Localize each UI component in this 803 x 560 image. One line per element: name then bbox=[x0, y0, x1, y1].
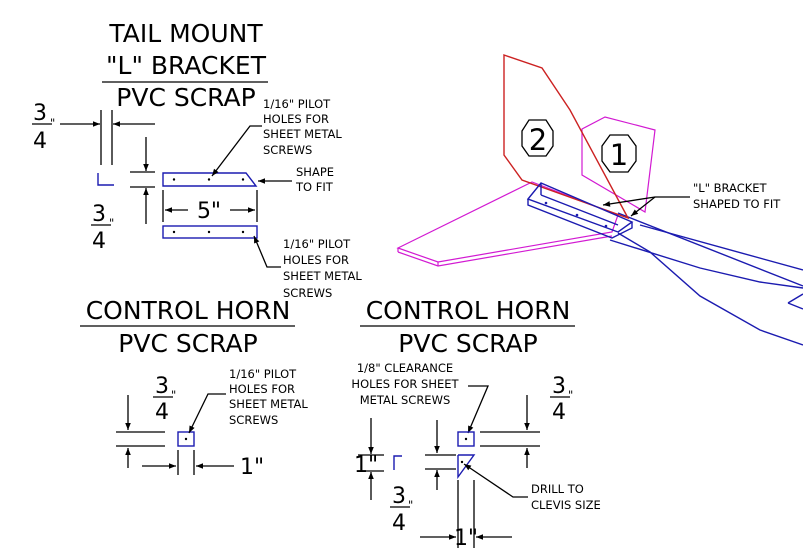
svg-text:CLEVIS SIZE: CLEVIS SIZE bbox=[531, 498, 601, 512]
bracket-hole bbox=[575, 213, 579, 217]
control-horn-top-view bbox=[457, 431, 475, 447]
pilot-hole bbox=[172, 230, 176, 234]
dim-width-value: 1" bbox=[240, 455, 264, 480]
svg-text:SCREWS: SCREWS bbox=[283, 286, 332, 300]
dim-height-den: 4 bbox=[155, 400, 169, 425]
control-horn-left-subtitle: PVC SCRAP bbox=[118, 329, 257, 358]
control-horn-right-subtitle: PVC SCRAP bbox=[398, 329, 537, 358]
pilot-hole bbox=[184, 437, 188, 441]
note-pilot-holes-top: 1/16" PILOT HOLES FOR SHEET METAL SCREWS bbox=[263, 97, 342, 157]
dim-height-unit: " bbox=[109, 216, 114, 230]
svg-text:METAL SCREWS: METAL SCREWS bbox=[360, 393, 451, 407]
fuselage-line bbox=[787, 293, 803, 304]
dim-width-den: 4 bbox=[33, 129, 47, 154]
dim-height-den: 4 bbox=[92, 229, 106, 254]
control-horn-right-section: CONTROL HORN PVC SCRAP 1/8" CLEARANCE HO… bbox=[351, 296, 600, 551]
note-clearance-holes: 1/8" CLEARANCE HOLES FOR SHEET METAL SCR… bbox=[351, 361, 459, 407]
dim-mid-num: 3 bbox=[392, 484, 406, 509]
clevis-hole bbox=[460, 460, 464, 464]
svg-text:HOLES FOR: HOLES FOR bbox=[229, 382, 295, 396]
svg-text:SHEET METAL: SHEET METAL bbox=[283, 269, 362, 283]
vertical-fin-1 bbox=[581, 116, 656, 213]
svg-text:HOLES FOR: HOLES FOR bbox=[283, 253, 349, 267]
control-horn-part bbox=[177, 431, 195, 447]
dim-right-den: 4 bbox=[552, 400, 566, 425]
pilot-hole bbox=[207, 230, 211, 234]
fin-2-badge bbox=[521, 119, 554, 157]
fin-1-label: 1 bbox=[610, 138, 628, 172]
assembly-l-bracket-side bbox=[527, 199, 633, 239]
dim-mid-den: 4 bbox=[392, 511, 406, 536]
pvc-scrap-title: PVC SCRAP bbox=[116, 83, 255, 112]
fuselage-line bbox=[609, 239, 803, 289]
fin-1-badge bbox=[601, 134, 637, 173]
dim-right-num: 3 bbox=[552, 374, 566, 399]
assembly-l-bracket-edge bbox=[540, 194, 619, 226]
fin-2-label: 2 bbox=[529, 123, 547, 157]
dim-left-value: 1" bbox=[354, 453, 378, 478]
svg-text:1/16" PILOT: 1/16" PILOT bbox=[283, 237, 351, 251]
svg-text:HOLES FOR: HOLES FOR bbox=[263, 112, 329, 126]
leader-clearance-holes bbox=[467, 385, 489, 434]
pilot-hole bbox=[172, 178, 176, 181]
horizontal-stabilizer bbox=[396, 181, 619, 263]
boom-line bbox=[639, 224, 803, 271]
dim-length-value: 5" bbox=[197, 199, 221, 224]
dim-width-unit: " bbox=[50, 116, 55, 130]
svg-text:1/16" PILOT: 1/16" PILOT bbox=[229, 367, 297, 381]
svg-text:DRILL TO: DRILL TO bbox=[531, 482, 584, 496]
control-horn-right-title: CONTROL HORN bbox=[366, 296, 571, 325]
note-pilot-holes-bottom: 1/16" PILOT HOLES FOR SHEET METAL SCREWS bbox=[283, 237, 362, 300]
fuselage-line bbox=[617, 232, 803, 346]
control-horn-l-profile bbox=[393, 455, 402, 470]
dim-height-num: 3 bbox=[155, 374, 169, 399]
leader-pilot-bottom bbox=[253, 235, 281, 268]
control-horn-left-section: CONTROL HORN PVC SCRAP 3 " 4 1" 1/16" PI… bbox=[80, 296, 308, 480]
bracket-side-view bbox=[162, 225, 258, 239]
svg-text:"L" BRACKET: "L" BRACKET bbox=[693, 181, 768, 195]
bracket-hole bbox=[544, 201, 548, 205]
svg-text:HOLES FOR SHEET: HOLES FOR SHEET bbox=[351, 377, 459, 391]
fuselage-line bbox=[787, 302, 803, 310]
pilot-hole bbox=[241, 178, 245, 181]
svg-text:1/8" CLEARANCE: 1/8" CLEARANCE bbox=[357, 361, 453, 375]
svg-text:SHEET METAL: SHEET METAL bbox=[263, 127, 342, 141]
dim-bottom-value: 1" bbox=[454, 526, 478, 551]
leader-drill bbox=[463, 463, 528, 498]
l-bracket-profile bbox=[97, 173, 114, 186]
tail-assembly-view: 2 1 "L" BRACKET SHAPED TO FIT bbox=[396, 54, 803, 346]
leader-bracket-b bbox=[630, 196, 656, 217]
boom-line bbox=[617, 212, 803, 287]
svg-text:1/16" PILOT: 1/16" PILOT bbox=[263, 97, 331, 111]
leader-pilot-holes bbox=[188, 393, 226, 434]
tail-mount-section: TAIL MOUNT "L" BRACKET PVC SCRAP 3 " 4 3… bbox=[32, 19, 362, 300]
note-l-bracket-shaped: "L" BRACKET SHAPED TO FIT bbox=[693, 181, 781, 211]
svg-text:SHAPED TO FIT: SHAPED TO FIT bbox=[693, 197, 781, 211]
note-drill-to-clevis: DRILL TO CLEVIS SIZE bbox=[531, 482, 601, 512]
bracket-hole bbox=[604, 224, 608, 228]
svg-text:SCREWS: SCREWS bbox=[263, 143, 312, 157]
dim-height-unit: " bbox=[171, 388, 176, 402]
svg-text:SHAPE: SHAPE bbox=[296, 165, 334, 179]
tail-mount-title: TAIL MOUNT bbox=[108, 19, 263, 48]
svg-text:SCREWS: SCREWS bbox=[229, 413, 278, 427]
dim-width-num: 3 bbox=[33, 101, 47, 126]
dim-mid-unit: " bbox=[408, 498, 413, 512]
pilot-hole bbox=[207, 178, 211, 181]
dim-height-num: 3 bbox=[92, 202, 106, 227]
svg-text:SHEET METAL: SHEET METAL bbox=[229, 397, 308, 411]
clearance-hole bbox=[464, 437, 468, 441]
svg-text:TO FIT: TO FIT bbox=[295, 180, 334, 194]
dim-right-unit: " bbox=[568, 388, 573, 402]
vertical-fin-2 bbox=[503, 54, 630, 220]
l-bracket-title: "L" BRACKET bbox=[106, 51, 267, 80]
pilot-hole bbox=[241, 230, 245, 234]
note-pilot-holes: 1/16" PILOT HOLES FOR SHEET METAL SCREWS bbox=[229, 367, 308, 427]
leader-pilot-top bbox=[211, 125, 262, 177]
control-horn-left-title: CONTROL HORN bbox=[86, 296, 291, 325]
note-shape-to-fit: SHAPE TO FIT bbox=[295, 165, 334, 194]
